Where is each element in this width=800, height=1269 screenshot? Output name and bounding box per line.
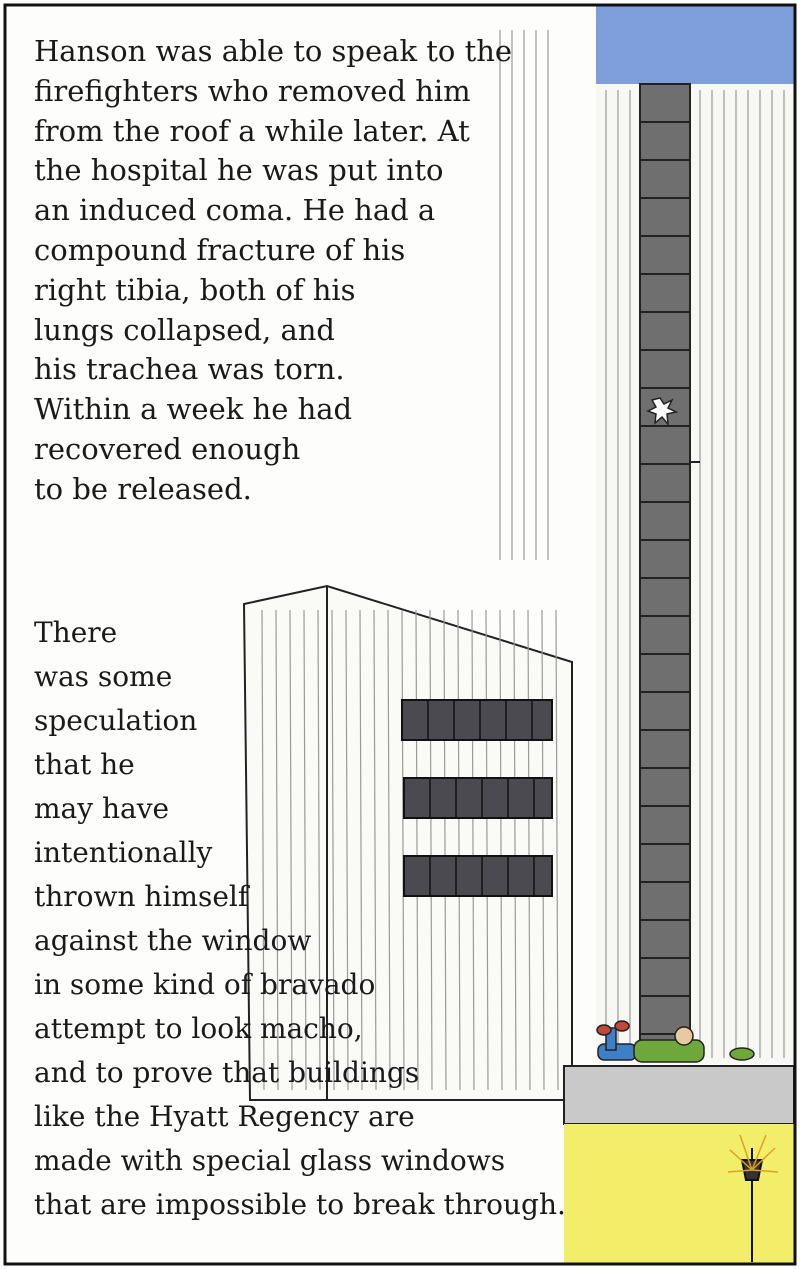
narration-line: that are impossible to break through. xyxy=(34,1188,566,1221)
building-lines xyxy=(261,609,559,1091)
narration-line: recovered enough xyxy=(34,431,301,466)
narration-line: that he xyxy=(34,748,135,781)
narration-line: from the roof a while later. At xyxy=(34,113,470,148)
narration-line: lungs collapsed, and xyxy=(34,312,335,347)
narration-line: compound fracture of his xyxy=(34,232,406,267)
broken-window-icon xyxy=(646,397,679,427)
narration-line: and to prove that buildings xyxy=(34,1056,420,1089)
narration-line: speculation xyxy=(34,704,198,737)
tower-segments xyxy=(640,121,690,1035)
narration-line: Hanson was able to speak to the xyxy=(34,34,513,68)
facade-lines xyxy=(499,30,785,1058)
narration-line: Within a week he had xyxy=(34,392,353,427)
narration-paragraph-1: Hanson was able to speak to the firefight… xyxy=(34,32,512,510)
narration-line: There xyxy=(34,616,118,649)
narration-line: was some xyxy=(34,660,173,693)
narration-line: the hospital he was put into xyxy=(34,153,444,188)
panel-frame xyxy=(3,3,797,1266)
window-bands xyxy=(401,699,553,897)
tower-column xyxy=(639,83,691,1043)
fallen-figure xyxy=(596,1020,755,1063)
tall-building-facade xyxy=(596,84,794,1064)
narration-line: may have xyxy=(34,792,170,825)
narration-line: right tibia, both of his xyxy=(34,272,356,307)
narration-line: his trachea was torn. xyxy=(34,352,345,387)
narration-line: attempt to look macho, xyxy=(34,1012,363,1045)
narration-line: firefighters who removed him xyxy=(34,73,471,108)
narration-line: to be released. xyxy=(34,471,252,506)
plaza-ledge xyxy=(563,1065,795,1125)
narration-line: like the Hyatt Regency are xyxy=(34,1100,415,1133)
sky xyxy=(596,6,794,84)
narration-line: intentionally xyxy=(34,836,213,869)
narration-line: an induced coma. He had a xyxy=(34,193,436,228)
narration-line: thrown himself xyxy=(34,880,249,913)
narration-line: in some kind of bravado xyxy=(34,968,376,1001)
narration-line: against the window xyxy=(34,924,312,957)
narration-paragraph-2: There was some speculation that he may have i… xyxy=(34,611,566,1227)
narration-line: made with special glass windows xyxy=(34,1144,506,1177)
lamp-glow-area xyxy=(564,1124,794,1264)
street-lamp-icon xyxy=(727,1134,779,1262)
